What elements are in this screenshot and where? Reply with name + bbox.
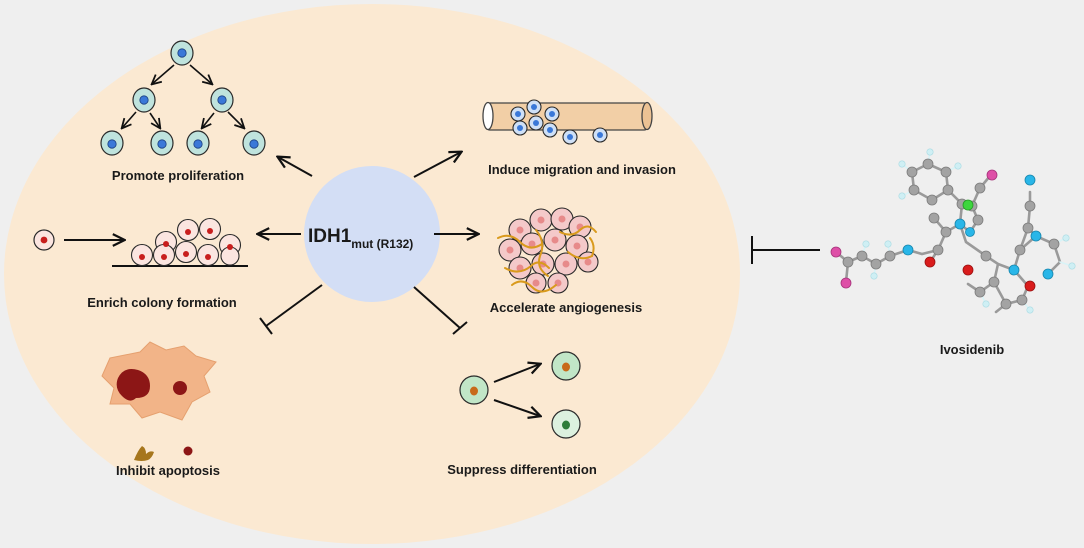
center-label-main: IDH1 bbox=[308, 226, 352, 247]
label-proliferation: Promote proliferation bbox=[112, 168, 244, 183]
center-label: IDH1mut (R132) bbox=[308, 226, 413, 251]
angiogenesis-illustration bbox=[497, 207, 599, 294]
label-migration: Induce migration and invasion bbox=[488, 162, 676, 177]
drug-name-label: Ivosidenib bbox=[940, 342, 1004, 357]
label-differentiation: Suppress differentiation bbox=[447, 462, 597, 477]
center-label-sub: mut (R132) bbox=[351, 237, 413, 251]
label-colony: Enrich colony formation bbox=[87, 295, 237, 310]
label-apoptosis: Inhibit apoptosis bbox=[116, 463, 220, 478]
label-angiogenesis: Accelerate angiogenesis bbox=[490, 300, 642, 315]
drug-inhibition-line bbox=[751, 236, 820, 264]
inhibit-apoptosis-line bbox=[259, 284, 323, 335]
differentiation-illustration bbox=[459, 351, 581, 439]
apoptosis-illustration bbox=[101, 341, 217, 461]
arrow-to-proliferation bbox=[278, 157, 313, 177]
idh1-mutant-circle bbox=[304, 166, 440, 302]
migration-illustration bbox=[482, 99, 653, 145]
suppress-differentiation-line bbox=[413, 286, 468, 335]
proliferation-illustration bbox=[100, 40, 266, 156]
arrow-to-migration bbox=[413, 152, 461, 178]
colony-illustration bbox=[33, 217, 248, 267]
ivosidenib-molecule bbox=[830, 148, 1076, 314]
